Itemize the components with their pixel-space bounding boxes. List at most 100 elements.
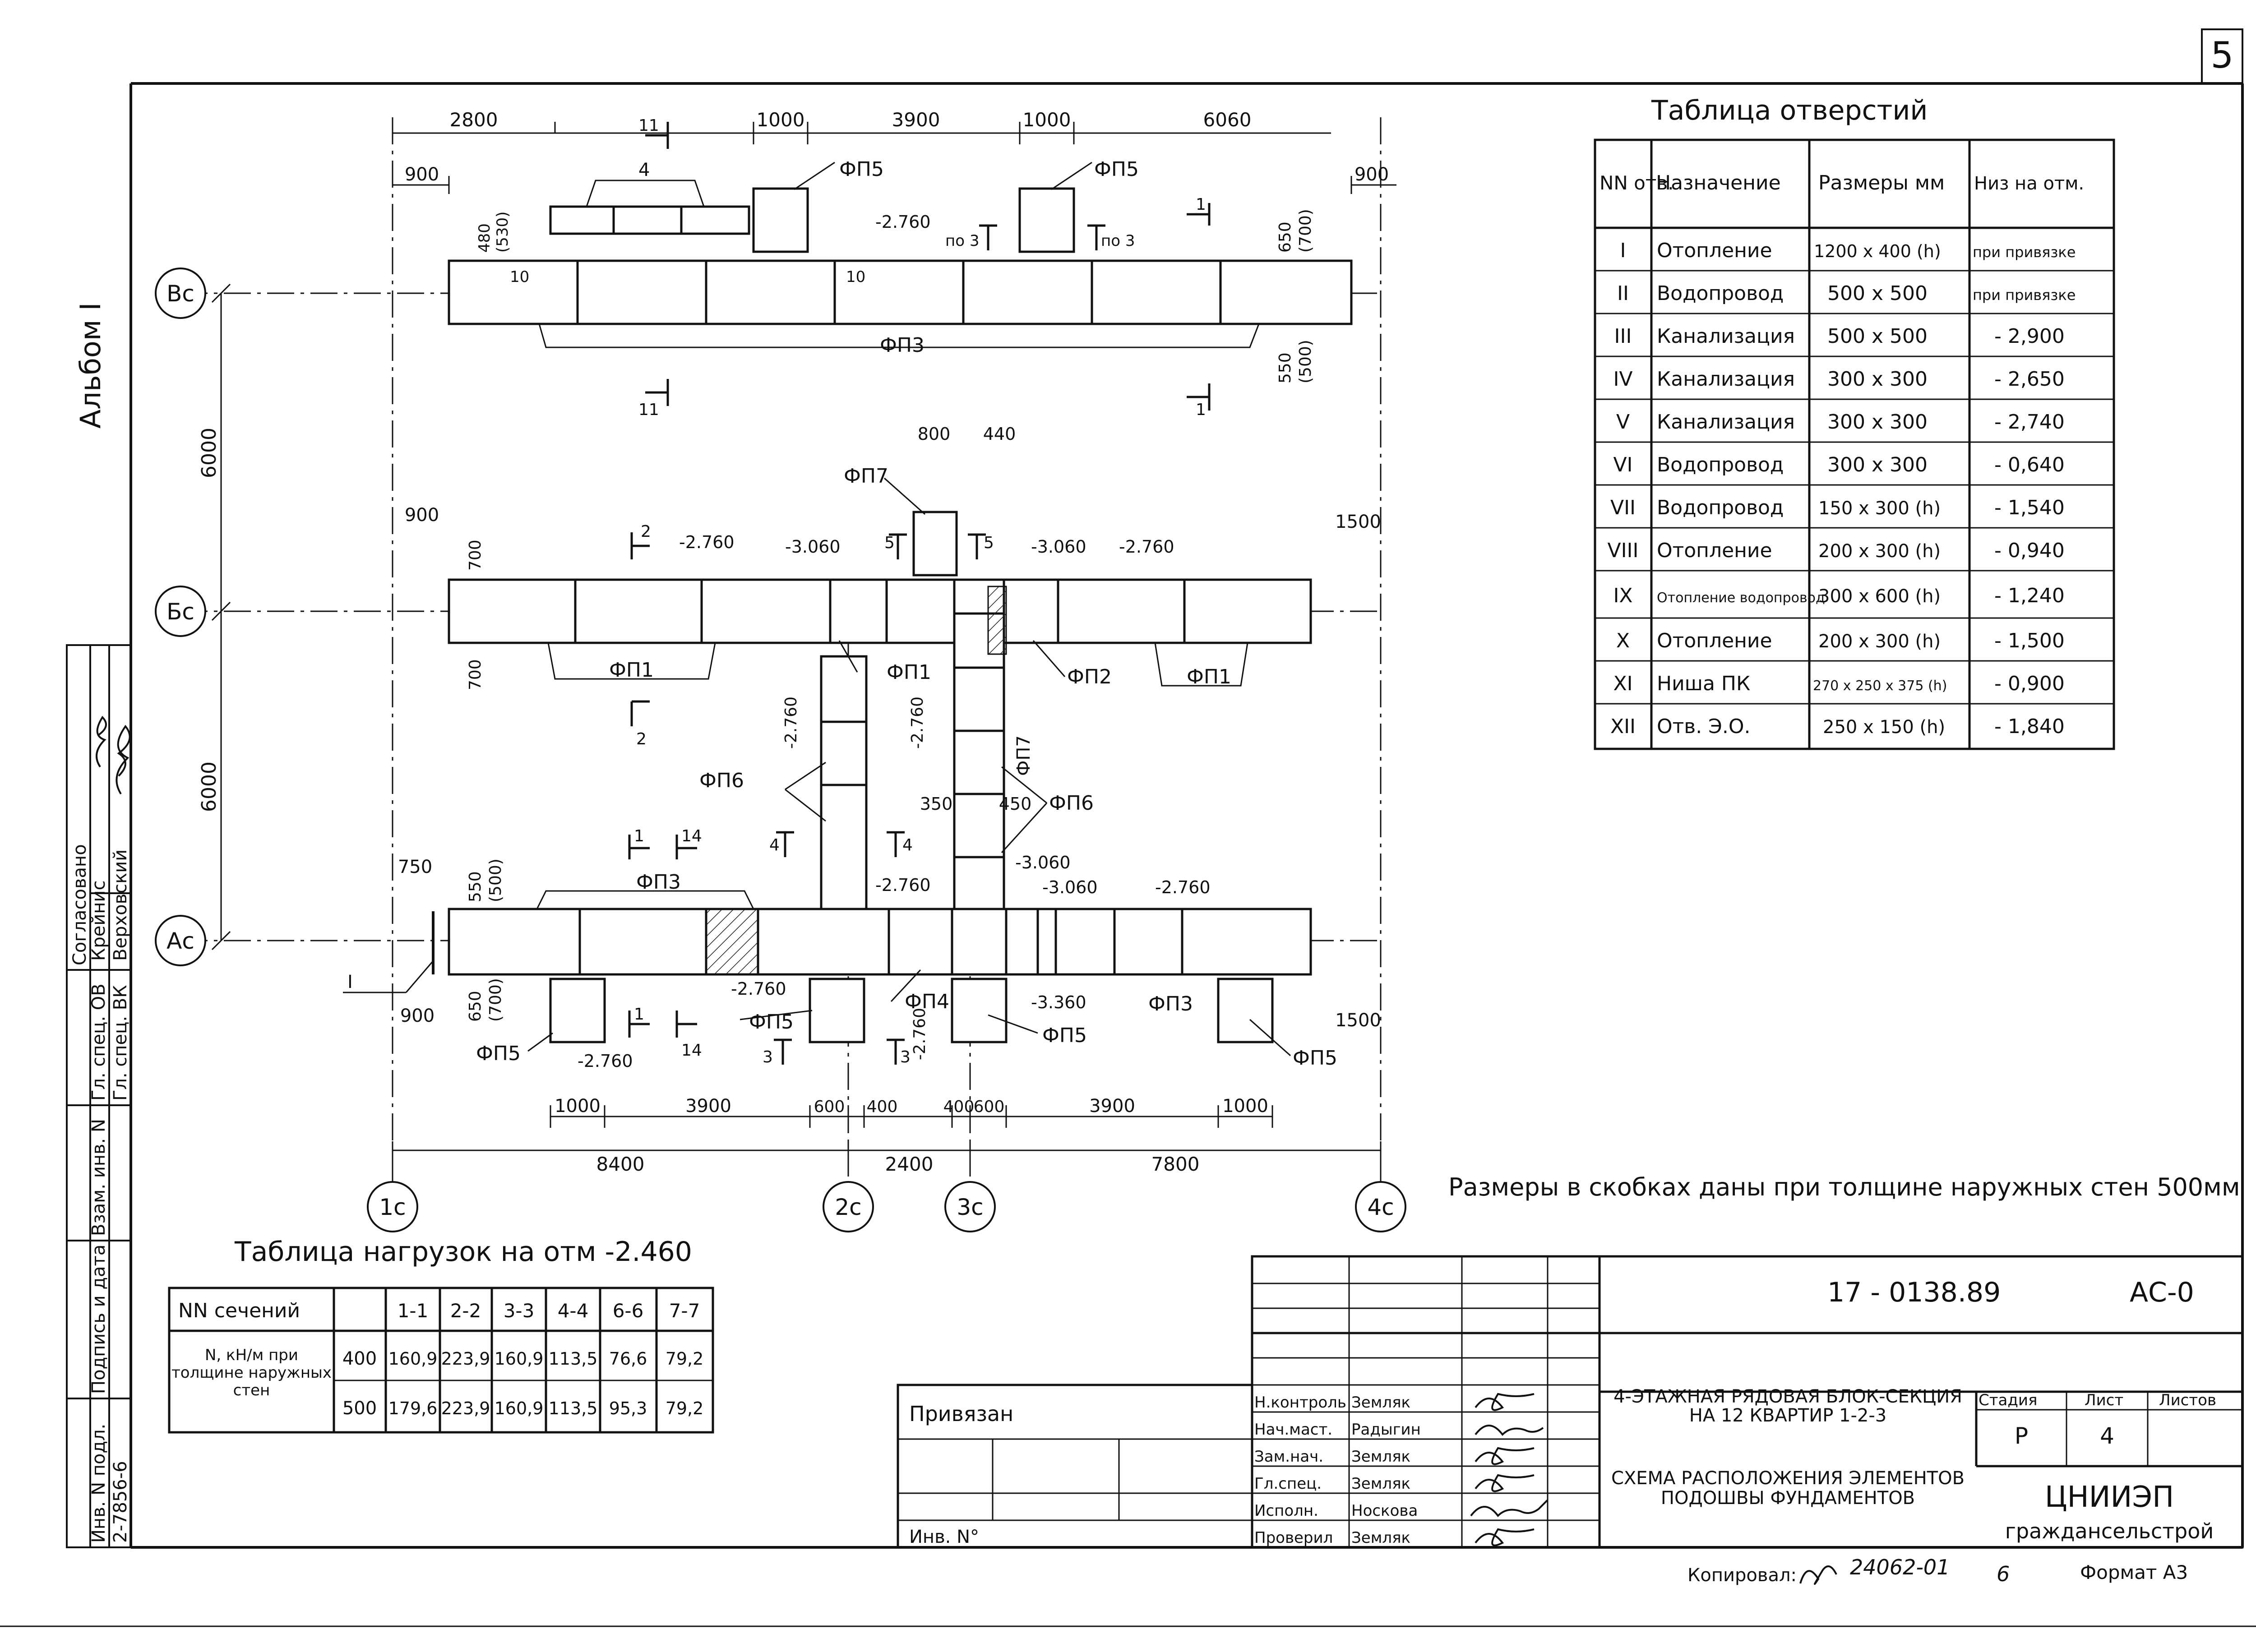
row-spacing-2: 6000 — [198, 761, 221, 812]
hole-row-8-purpose: Отопление — [1657, 539, 1772, 562]
dim-700-bot: (700) — [486, 978, 505, 1022]
hole-row-11-purpose: Ниша ПК — [1657, 672, 1750, 695]
album-label: Альбом I — [74, 302, 107, 429]
section-4-right: 4 — [902, 836, 913, 854]
section-5-left: 5 — [884, 534, 895, 552]
dim-900-bot: 900 — [400, 1006, 435, 1026]
hole-mark-I: I — [347, 972, 353, 992]
hole-row-5-n: V — [1616, 411, 1630, 434]
approval-name-2: Верховский — [110, 849, 131, 961]
hole-row-7-size: 150 x 300 (h) — [1818, 498, 1941, 519]
row-spacing-1: 6000 — [198, 428, 221, 478]
sheet-value: 4 — [2100, 1423, 2114, 1449]
sheet-label: Лист — [2085, 1391, 2123, 1409]
elev-vert-2: -2.760 — [908, 697, 927, 749]
bottom-dim-chain — [392, 1105, 1382, 1159]
hatched-pad-middle — [987, 586, 1007, 655]
drawing-title: Схема расположения элементов подошвы фун… — [1611, 1468, 1965, 1509]
elev-mid-4: -2.760 — [1119, 537, 1174, 557]
dim-550-bot: 550 — [466, 871, 485, 902]
org-name: ЦНИИЭП — [2045, 1481, 2174, 1514]
elev-bot-5: -3.360 — [1031, 992, 1086, 1012]
strip-row-v — [448, 187, 1353, 325]
hole-row-3-n: III — [1614, 325, 1632, 348]
mark-fp5-top-a: ФП5 — [839, 158, 884, 181]
side-stamp — [66, 644, 132, 1548]
holes-header-size: Размеры мм — [1818, 171, 1945, 194]
section-1-mid: 1 — [634, 827, 644, 845]
loads-row1-thickness: 400 — [342, 1348, 377, 1369]
hole-row-5-level: - 2,740 — [1994, 411, 2065, 434]
hole-row-9-level: - 1,240 — [1994, 584, 2065, 607]
name-1: Земляк — [1351, 1394, 1410, 1412]
hole-row-2-n: II — [1617, 282, 1629, 305]
elev-bot-2: -3.060 — [1015, 853, 1071, 872]
elev-mid-1: -2.760 — [679, 532, 735, 552]
dim-bottom-1000b: 1000 — [1222, 1096, 1268, 1117]
dim-bottom-400b: 400 — [943, 1098, 975, 1116]
dim-1500-mid: 1500 — [1335, 512, 1381, 532]
role-1: Н.контроль — [1254, 1394, 1346, 1412]
axis-label-col-2: 2с — [835, 1194, 861, 1220]
dim-700-mid-top: 700 — [466, 540, 485, 571]
hole-row-3-purpose: Канализация — [1657, 325, 1795, 348]
hole-mark-10b: 10 — [846, 268, 865, 286]
copied-signature — [1799, 1565, 1837, 1585]
name-2: Радыгин — [1351, 1421, 1421, 1439]
axis-label-col-3: 3с — [957, 1194, 983, 1220]
hole-row-6-size: 300 x 300 — [1827, 453, 1928, 476]
section-14-mid: 14 — [681, 827, 702, 845]
hole-row-9-size: 300 x 600 (h) — [1818, 586, 1941, 607]
hole-row-3-size: 500 x 500 — [1827, 325, 1928, 348]
project-title-box: 4-этажная рядовая блок-секция на 12 квар… — [1613, 1387, 1962, 1426]
name-4: Земляк — [1351, 1475, 1410, 1493]
loads-sections-label: NN сечений — [178, 1299, 300, 1322]
page-number: 5 — [2211, 34, 2234, 76]
loads-sec-3: 3-3 — [504, 1300, 535, 1322]
hole-row-10-purpose: Отопление — [1657, 629, 1772, 652]
mark-fp7-mid: ФП7 — [844, 465, 888, 488]
mark-fp1-mid-b: ФП1 — [887, 661, 931, 684]
project-title: 4-этажная рядовая блок-секция на 12 квар… — [1613, 1387, 1962, 1426]
hole-row-8-n: VIII — [1607, 539, 1638, 562]
section-11-bot: 11 — [638, 401, 659, 419]
loads-row2-v1: 179,6 — [388, 1398, 438, 1418]
approval-role-2: Гл. спец. ВК — [110, 985, 131, 1101]
axis-label-row-b: Бс — [166, 599, 194, 625]
section-po3-left: по 3 — [945, 232, 979, 250]
hole-row-1-level: при привязке — [1973, 244, 2076, 261]
hole-row-6-level: - 0,640 — [1994, 453, 2065, 476]
privyazan-label: Привязан — [909, 1402, 1013, 1426]
hole-row-2-size: 500 x 500 — [1827, 282, 1928, 305]
hole-row-4-purpose: Канализация — [1657, 368, 1795, 391]
role-4: Гл.спец. — [1254, 1475, 1322, 1493]
mark-fp6-left: ФП6 — [699, 769, 744, 792]
dim-top-1000a: 1000 — [757, 109, 805, 131]
loads-sec-4: 4-4 — [558, 1300, 589, 1322]
loads-row2-v5: 95,3 — [609, 1398, 647, 1418]
section-cut-markers — [628, 122, 1211, 1065]
dim-left-900-top: 900 — [405, 164, 439, 185]
signature-2 — [116, 724, 131, 795]
approvals-header: Согласовано — [69, 844, 90, 965]
dim-530: (530) — [494, 212, 512, 253]
stage-value: Р — [2015, 1423, 2028, 1449]
hole-row-2-level: при привязке — [1973, 286, 2076, 304]
holes-table — [1594, 138, 2115, 750]
leader-lines — [343, 162, 1291, 1057]
dim-450: 450 — [999, 794, 1032, 814]
hole-row-9-n: IX — [1613, 584, 1632, 607]
loads-row1-v2: 223,9 — [441, 1349, 490, 1369]
holes-table-title: Таблица отверстий — [1651, 95, 1928, 126]
mark-fp2-mid: ФП2 — [1067, 665, 1112, 688]
loads-sec-6: 7-7 — [669, 1300, 700, 1322]
hole-row-11-n: XI — [1613, 672, 1632, 695]
loads-row1-v1: 160,9 — [388, 1349, 438, 1369]
dim-750: 750 — [398, 857, 432, 877]
order-number: 24062-01 — [1850, 1555, 1950, 1579]
hole-row-12-size: 250 x 150 (h) — [1823, 717, 1945, 738]
elev-bot-4: -2.760 — [1155, 877, 1211, 897]
role-6: Проверил — [1254, 1529, 1333, 1547]
mark-fp5-top-b: ФП5 — [1094, 158, 1139, 181]
hole-row-9-purpose: Отопление водопровод — [1657, 590, 1825, 606]
